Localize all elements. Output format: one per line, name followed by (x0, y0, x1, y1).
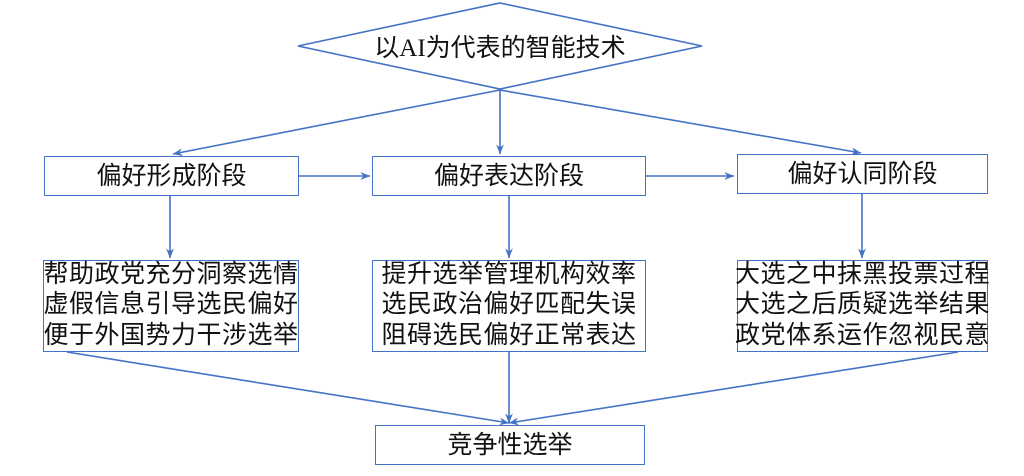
outcome-node[interactable]: 竞争性选举 (375, 425, 645, 465)
stage-node-2[interactable]: 偏好表达阶段 (372, 156, 646, 196)
edge-root-to-stage-1 (172, 89, 501, 156)
diamond-shape-icon (297, 2, 703, 90)
root-diamond-label: 以AI为代表的智能技术 (374, 35, 626, 62)
detail-node-2-line-1: 提升选举管理机构效率 (381, 260, 637, 288)
detail-node-2-line-2: 选民政治偏好匹配失误 (381, 291, 637, 319)
root-diamond-node[interactable]: 以AI为代表的智能技术 (297, 2, 703, 90)
detail-node-1[interactable]: 帮助政党充分洞察选情 虚假信息引导选民偏好 便于外国势力干涉选举 (43, 260, 299, 352)
edge-detail-3-to-outcome (508, 351, 959, 426)
detail-node-3[interactable]: 大选之中抹黑投票过程 大选之后质疑选举结果 政党体系运作忽视民意 (735, 260, 991, 352)
detail-node-1-line-2: 虚假信息引导选民偏好 (43, 291, 299, 319)
stage-node-2-label: 偏好表达阶段 (433, 162, 584, 190)
detail-node-3-line-1: 大选之中抹黑投票过程 (735, 260, 991, 288)
detail-node-2[interactable]: 提升选举管理机构效率 选民政治偏好匹配失误 阻碍选民偏好正常表达 (372, 260, 646, 352)
detail-node-1-line-3: 便于外国势力干涉选举 (43, 321, 299, 349)
stage-node-1[interactable]: 偏好形成阶段 (44, 156, 299, 196)
stage-node-3[interactable]: 偏好认同阶段 (737, 154, 988, 194)
edge-root-to-stage-3 (499, 89, 862, 156)
detail-node-3-line-3: 政党体系运作忽视民意 (735, 321, 991, 349)
edge-detail-1-to-outcome (66, 351, 510, 426)
stage-node-1-label: 偏好形成阶段 (96, 162, 247, 190)
outcome-node-label: 竞争性选举 (447, 431, 573, 459)
detail-node-3-line-2: 大选之后质疑选举结果 (735, 291, 991, 319)
stage-node-3-label: 偏好认同阶段 (787, 160, 938, 188)
detail-node-1-line-1: 帮助政党充分洞察选情 (43, 260, 299, 288)
detail-node-2-line-3: 阻碍选民偏好正常表达 (381, 321, 637, 349)
